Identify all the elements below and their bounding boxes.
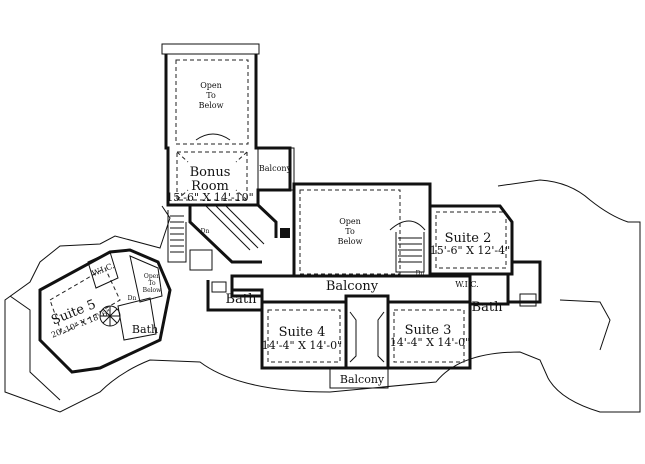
open-to-below-center-line3: Below bbox=[338, 237, 363, 246]
balcony-bottom-block bbox=[329, 348, 390, 389]
suite3-block bbox=[377, 302, 472, 370]
suite2-block bbox=[428, 204, 542, 307]
open-to-below-small-line3: Below bbox=[143, 287, 162, 294]
balcony-main-label: Balcony bbox=[326, 279, 379, 294]
dn-label-left: Dn bbox=[201, 228, 210, 235]
balcony-upper-label: Balcony bbox=[259, 164, 292, 173]
suite4-dims: 14'-4" X 14'-0" bbox=[262, 339, 342, 352]
suite3-name: Suite 3 bbox=[405, 323, 452, 338]
suite4-name: Suite 4 bbox=[279, 325, 326, 340]
balcony-upper-area bbox=[257, 147, 295, 191]
suite2-name: Suite 2 bbox=[445, 231, 492, 246]
open-to-below-top-line1: Open bbox=[200, 81, 222, 90]
bonus-room-dims: 15'-6" X 14'-10" bbox=[166, 191, 253, 204]
open-to-below-center-line1: Open bbox=[339, 217, 361, 226]
dn-label-center: Dn bbox=[416, 270, 425, 277]
dn-label-suite5: Dn bbox=[128, 295, 137, 302]
wic-right-label: W.I.C. bbox=[455, 280, 478, 289]
open-to-below-small-line1: Open bbox=[144, 273, 160, 280]
open-to-below-small-line2: To bbox=[148, 280, 156, 287]
balcony-bottom-label: Balcony bbox=[340, 373, 385, 386]
stair-left bbox=[167, 210, 213, 271]
suite4-block bbox=[260, 302, 357, 370]
diagonal-hall bbox=[188, 203, 290, 264]
wic-left-label: W.I.C. bbox=[91, 261, 116, 278]
bath-left-label: Bath bbox=[226, 292, 258, 307]
bath-suite5-label: Bath bbox=[132, 323, 158, 336]
bonus-room-name-line2: Room bbox=[191, 179, 229, 194]
terrace-line bbox=[9, 295, 61, 401]
suite3-dims: 14'-4" X 14'-0" bbox=[390, 336, 470, 349]
site-outline bbox=[4, 179, 641, 413]
open-to-below-center-line2: To bbox=[345, 227, 355, 236]
bonus-room-name-line1: Bonus bbox=[190, 165, 231, 180]
suite5-block bbox=[38, 248, 172, 374]
central-block bbox=[292, 182, 432, 278]
suite2-dims: 15'-6" X 12'-4" bbox=[430, 244, 510, 257]
terrace-line-right bbox=[559, 299, 611, 351]
open-to-below-top-line2: To bbox=[206, 91, 216, 100]
bath-left-block bbox=[206, 276, 264, 312]
open-to-below-top-line3: Below bbox=[199, 101, 224, 110]
bath-right-label: Bath bbox=[472, 300, 504, 315]
